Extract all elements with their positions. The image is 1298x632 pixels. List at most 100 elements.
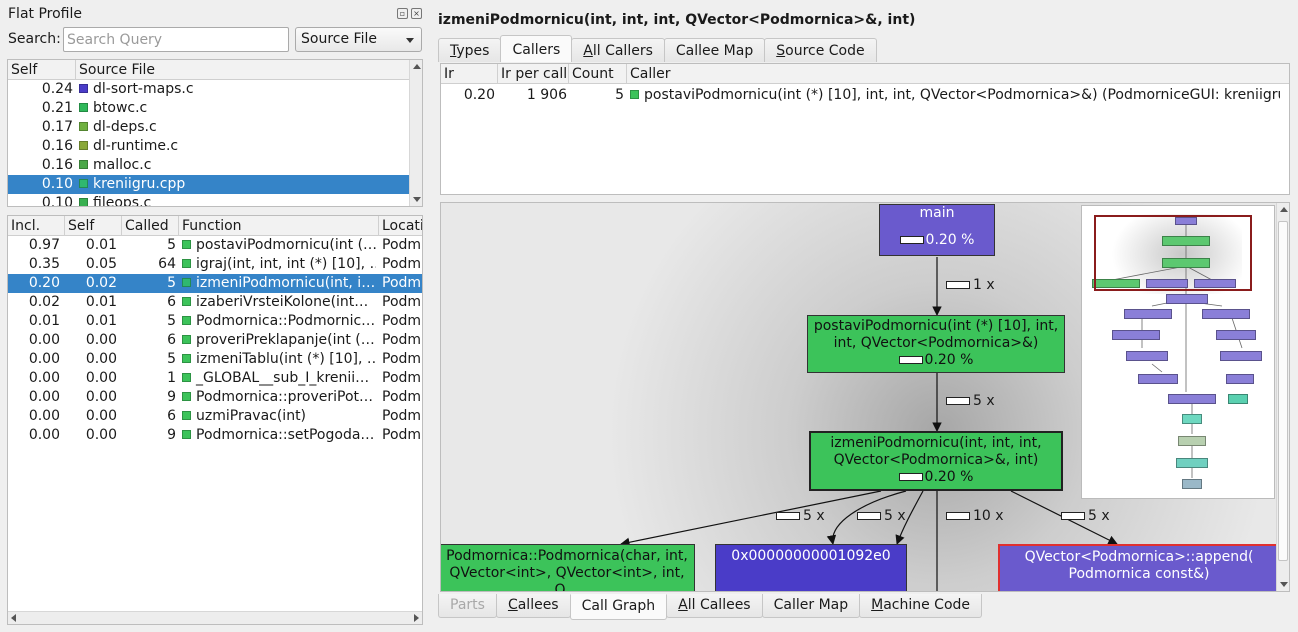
graph-node-izmeniPodmornicu[interactable]: izmeniPodmornicu(int, int, int, QVector<… xyxy=(809,431,1063,491)
column-header-ir-per-call[interactable]: Ir per call xyxy=(501,66,568,82)
function-cell: izmeniTablu(int (*) [10], … xyxy=(182,351,376,367)
tab-types[interactable]: Types xyxy=(438,38,502,62)
close-icon[interactable]: × xyxy=(411,8,422,19)
scroll-left-icon[interactable] xyxy=(11,614,16,622)
ir-cell: 0.20 xyxy=(463,87,495,103)
location-cell: Podm xyxy=(382,313,422,329)
scroll-up-icon[interactable] xyxy=(1280,207,1288,212)
ir-per-call-cell: 1 906 xyxy=(526,87,567,103)
tab-all-callers[interactable]: All Callers xyxy=(571,38,665,62)
graph-node-postaviPodmornicu[interactable]: postaviPodmornicu(int (*) [10], int, int… xyxy=(807,315,1065,373)
graph-node-main[interactable]: main 0.20 % xyxy=(879,204,995,256)
table-row[interactable]: 0.20 1 906 5 postaviPodmornicu(int (*) [… xyxy=(441,86,1289,105)
self-cell: 0.00 xyxy=(85,332,117,348)
tab-call-graph[interactable]: Call Graph xyxy=(569,594,668,620)
function-name: _GLOBAL__sub_I_krenii… xyxy=(196,370,370,386)
search-input[interactable] xyxy=(63,27,289,52)
tab-callees[interactable]: Callees xyxy=(495,594,571,618)
call-graph-minimap[interactable] xyxy=(1081,205,1275,499)
column-header-ir[interactable]: Ir xyxy=(444,66,454,82)
horizontal-scrollbar[interactable] xyxy=(8,611,422,624)
incl-cell: 0.00 xyxy=(28,332,60,348)
cost-bar-icon xyxy=(946,512,970,520)
edge-label: 5 x xyxy=(1061,508,1110,524)
source-file-name: kreniigru.cpp xyxy=(93,176,186,192)
self-cell: 0.21 xyxy=(41,100,73,116)
column-header-self[interactable]: Self xyxy=(68,218,95,234)
called-cell: 5 xyxy=(167,351,176,367)
cost-bar-icon xyxy=(898,473,923,481)
column-header-source-file[interactable]: Source File xyxy=(79,62,155,78)
column-header-self[interactable]: Self xyxy=(11,62,38,78)
vertical-scrollbar[interactable] xyxy=(409,60,422,206)
vertical-scrollbar[interactable] xyxy=(1276,203,1289,591)
graph-node-QVector-append[interactable]: QVector<Podmornica>::append( Podmornica … xyxy=(998,544,1280,591)
scroll-thumb[interactable] xyxy=(1278,221,1288,561)
column-header-called[interactable]: Called xyxy=(125,218,169,234)
float-icon[interactable]: ▫ xyxy=(397,8,408,19)
scroll-down-icon[interactable] xyxy=(413,197,421,202)
self-cell: 0.16 xyxy=(41,138,73,154)
call-graph-view[interactable]: main 0.20 % postaviPodmornicu(int (*) [1… xyxy=(440,202,1290,592)
cost-color-icon xyxy=(79,179,88,188)
grouping-combo[interactable]: Source File xyxy=(295,27,422,52)
tab-caller-map[interactable]: Caller Map xyxy=(761,594,861,618)
location-cell: Podm xyxy=(382,427,422,443)
column-header-location[interactable]: Locati xyxy=(382,218,423,234)
called-cell: 5 xyxy=(167,313,176,329)
tab-all-callees[interactable]: All Callees xyxy=(666,594,763,618)
tab-callee-map[interactable]: Callee Map xyxy=(663,38,766,62)
function-cell: izaberiVrsteiKolone(int… xyxy=(182,294,376,310)
tab-callers[interactable]: Callers xyxy=(500,35,573,62)
self-cell: 0.00 xyxy=(85,427,117,443)
node-label: QVector<Podmornica>::append( Podmornica … xyxy=(1024,549,1254,582)
source-file-name: dl-sort-maps.c xyxy=(93,81,194,97)
self-cell: 0.17 xyxy=(41,119,73,135)
function-cell: postaviPodmornicu(int (… xyxy=(182,237,376,253)
self-cell: 0.16 xyxy=(41,157,73,173)
cost-bar-icon xyxy=(898,356,923,364)
location-cell: Podm xyxy=(382,389,422,405)
scroll-up-icon[interactable] xyxy=(413,64,421,69)
node-cost: 0.20 % xyxy=(924,352,974,368)
edge-izmeni-addr-1 xyxy=(826,490,907,545)
minimap-viewport[interactable] xyxy=(1094,215,1252,291)
scroll-right-icon[interactable] xyxy=(414,614,419,622)
column-header-caller[interactable]: Caller xyxy=(630,66,671,82)
cost-color-icon xyxy=(79,122,88,131)
cost-bar-icon xyxy=(1061,512,1085,520)
function-name: izmeniPodmornicu(int, i… xyxy=(196,275,376,291)
tab-source-code[interactable]: Source Code xyxy=(764,38,877,62)
column-header-count[interactable]: Count xyxy=(572,66,614,82)
graph-node-0x1092e0[interactable]: 0x00000000001092e0 xyxy=(715,544,907,591)
scroll-down-icon[interactable] xyxy=(1280,582,1288,587)
graph-node-Podmornica-ctor[interactable]: Podmornica::Podmornica(char, int, QVecto… xyxy=(441,544,695,591)
tab-machine-code[interactable]: Machine Code xyxy=(859,594,983,618)
self-cell: 0.00 xyxy=(85,351,117,367)
column-header-function[interactable]: Function xyxy=(182,218,242,234)
location-cell: Podm xyxy=(382,351,422,367)
table-header: Ir Ir per call Count Caller xyxy=(441,64,1289,84)
incl-cell: 0.35 xyxy=(28,256,60,272)
column-header-incl[interactable]: Incl. xyxy=(11,218,41,234)
edge-label: 10 x xyxy=(946,508,1004,524)
